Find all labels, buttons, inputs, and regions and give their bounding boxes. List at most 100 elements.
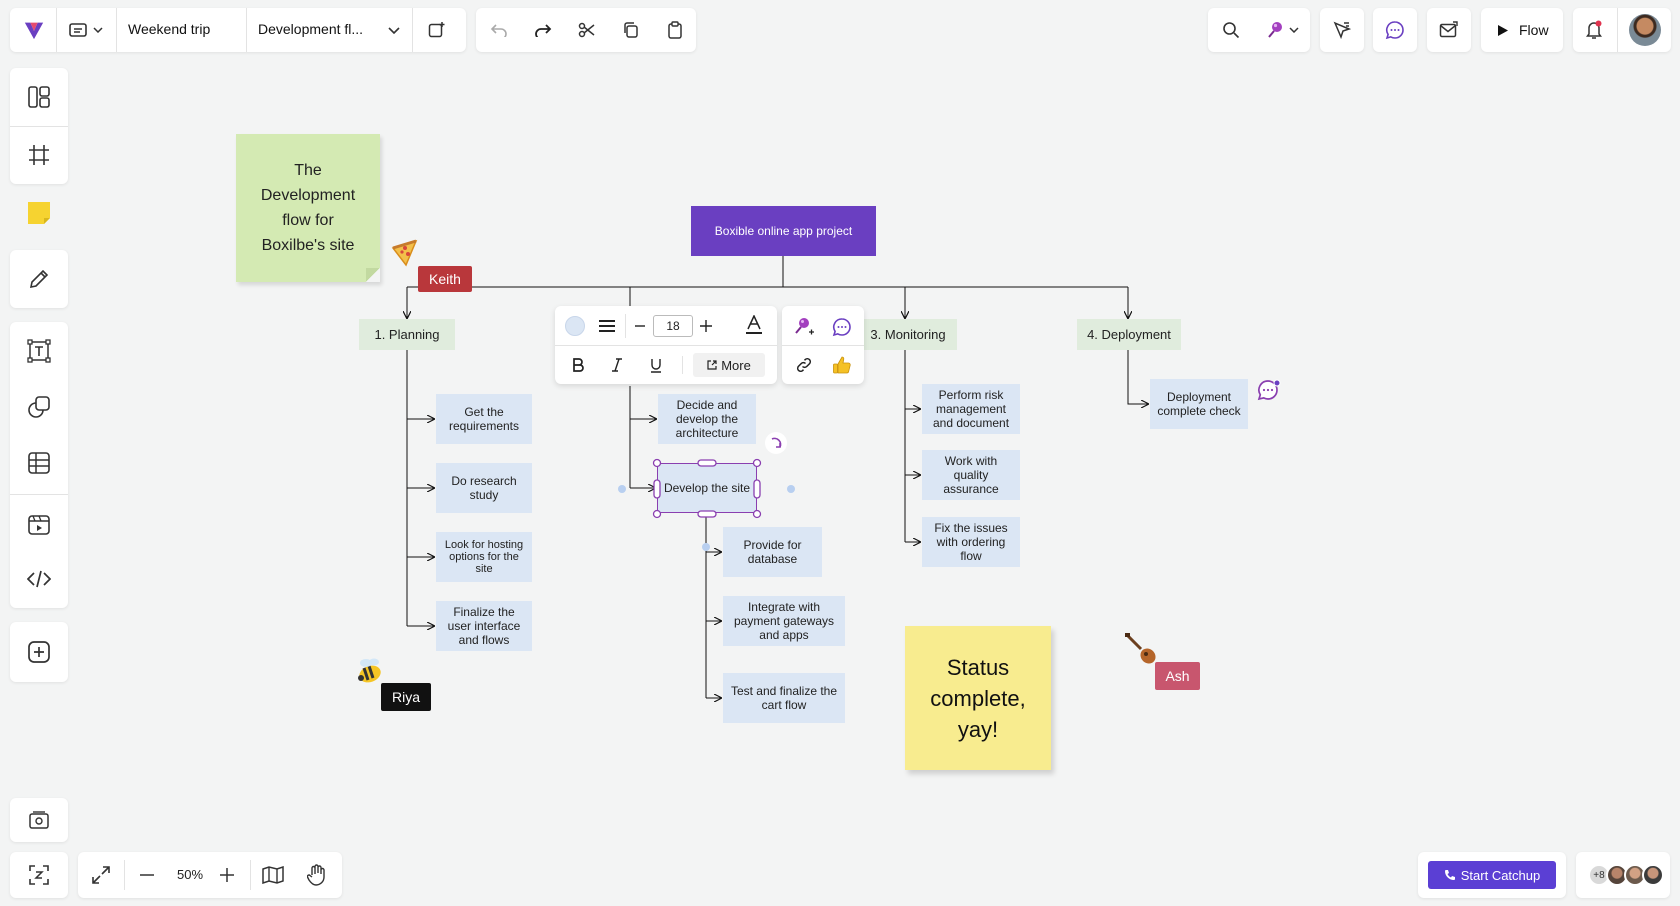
comments-button[interactable] [1373, 8, 1417, 52]
notifications-button[interactable] [1579, 16, 1609, 44]
dev-item-selected[interactable]: Develop the site [657, 463, 757, 513]
root-node[interactable]: Boxible online app project [691, 206, 876, 256]
deployment-item[interactable]: Deployment complete check [1150, 379, 1248, 429]
dev-item[interactable]: Decide and develop the architecture [658, 394, 756, 444]
cursor-name: Keith [429, 271, 461, 287]
font-size-input[interactable]: 18 [653, 315, 693, 337]
embed-video-button[interactable] [20, 506, 58, 544]
phase-planning[interactable]: 1. Planning [359, 319, 455, 350]
map-icon [262, 866, 284, 884]
planning-item[interactable]: Look for hosting options for the site [436, 532, 532, 582]
link-icon [795, 356, 813, 374]
user-avatar[interactable] [1629, 14, 1661, 46]
collaborators-panel[interactable]: +8 [1576, 852, 1670, 898]
selection-handles[interactable] [607, 449, 807, 529]
folder-icon [69, 22, 87, 38]
fit-to-screen-button[interactable] [22, 858, 56, 892]
font-size-decrease-button[interactable] [630, 314, 650, 338]
line-style-button[interactable] [595, 314, 619, 338]
add-comment-button[interactable] [828, 314, 856, 340]
root-node-label: Boxible online app project [714, 224, 853, 238]
sticky-note-button[interactable] [20, 194, 58, 232]
planning-item[interactable]: Do research study [436, 463, 532, 513]
board-name[interactable]: Weekend trip [128, 21, 211, 37]
monitoring-item[interactable]: Work with quality assurance [922, 450, 1020, 500]
reaction-button[interactable] [828, 352, 856, 378]
pen-button[interactable] [20, 260, 58, 298]
code-embed-button[interactable] [20, 560, 58, 598]
start-catchup-button[interactable]: Start Catchup [1428, 861, 1556, 889]
share-button[interactable] [1427, 8, 1471, 52]
italic-icon [611, 358, 623, 372]
edit-toolbar [476, 8, 696, 52]
comment-marker[interactable] [1256, 378, 1282, 404]
chevron-down-icon[interactable] [388, 27, 400, 34]
top-left-toolbar: Weekend trip Development fl... [10, 8, 466, 52]
zoom-level[interactable]: 50% [176, 867, 204, 882]
guitar-sticker-icon [1124, 632, 1160, 673]
fullscreen-button[interactable] [86, 860, 116, 890]
app-logo[interactable] [20, 16, 48, 44]
node-label: Get the requirements [448, 405, 520, 433]
hand-tool-button[interactable] [302, 860, 332, 890]
cut-button[interactable] [572, 16, 602, 44]
monitoring-item[interactable]: Fix the issues with ordering flow [922, 517, 1020, 567]
add-pin-button[interactable] [790, 314, 818, 340]
paste-button[interactable] [660, 16, 690, 44]
file-menu-button[interactable] [64, 16, 108, 44]
flow-name[interactable]: Development fl... [258, 21, 364, 37]
more-button[interactable]: More [693, 353, 765, 377]
search-button[interactable] [1216, 16, 1246, 44]
plus-icon [700, 320, 712, 332]
add-app-button[interactable] [20, 633, 58, 671]
planning-item[interactable]: Finalize the user interface and flows [436, 601, 532, 651]
dev-subitem[interactable]: Test and finalize the cart flow [723, 673, 845, 723]
phase-monitoring[interactable]: 3. Monitoring [859, 319, 957, 350]
italic-button[interactable] [604, 352, 630, 378]
rotate-handle[interactable] [765, 432, 787, 454]
zoom-out-button[interactable] [132, 860, 162, 890]
copy-button[interactable] [616, 16, 646, 44]
plus-icon [220, 868, 234, 882]
table-button[interactable] [20, 444, 58, 482]
underline-button[interactable] [643, 352, 669, 378]
sticky-note-yellow[interactable]: Status complete, yay! [905, 626, 1051, 770]
lines-icon [598, 319, 616, 333]
node-label: Do research study [451, 474, 517, 502]
bold-button[interactable] [565, 352, 591, 378]
dev-subitem[interactable]: Integrate with payment gateways and apps [723, 596, 845, 646]
connector-dot[interactable] [702, 543, 710, 551]
text-color-button[interactable] [741, 312, 767, 338]
templates-button[interactable] [20, 78, 58, 116]
planning-item[interactable]: Get the requirements [436, 394, 532, 444]
node-label: Integrate with payment gateways and apps [733, 600, 835, 642]
phase-label: 1. Planning [374, 327, 440, 342]
presentation-button[interactable] [22, 802, 56, 838]
sticky-note-icon [26, 200, 52, 226]
monitoring-item[interactable]: Perform risk management and document [922, 384, 1020, 434]
link-button[interactable] [790, 352, 818, 378]
dev-subitem[interactable]: Provide for database [723, 527, 822, 577]
redo-button[interactable] [528, 16, 558, 44]
thumbs-up-icon [832, 355, 852, 375]
zoom-in-button[interactable] [212, 860, 242, 890]
text-color-icon [745, 315, 763, 335]
table-icon [27, 451, 51, 475]
search-toolbar [1208, 8, 1310, 52]
minimap-button[interactable] [258, 860, 288, 890]
frame-button[interactable] [20, 136, 58, 174]
cursor-filter-button[interactable] [1320, 8, 1364, 52]
node-label: Fix the issues with ordering flow [934, 521, 1008, 563]
flow-play-button[interactable]: Flow [1481, 8, 1563, 52]
fill-color-button[interactable] [565, 316, 585, 336]
phase-deployment[interactable]: 4. Deployment [1077, 319, 1181, 350]
shapes-button[interactable] [20, 388, 58, 426]
node-label: Test and finalize the cart flow [730, 684, 838, 712]
undo-button[interactable] [484, 16, 514, 44]
sticky-note-green[interactable]: The Development flow for Boxilbe's site [236, 134, 380, 282]
pin-menu-button[interactable] [1260, 16, 1304, 44]
text-box-button[interactable] [20, 332, 58, 370]
pin-icon [1265, 20, 1285, 40]
new-board-button[interactable] [422, 16, 452, 44]
font-size-increase-button[interactable] [696, 314, 716, 338]
